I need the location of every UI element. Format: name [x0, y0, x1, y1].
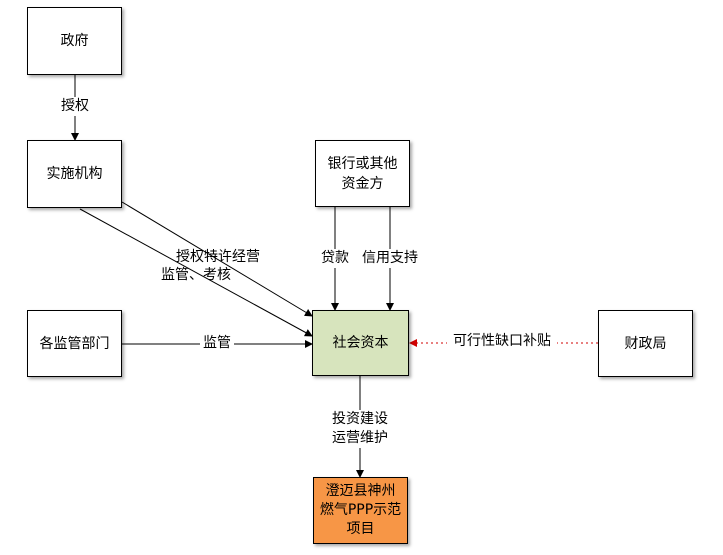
- node-project: 澄迈县神州 燃气PPP示范 项目: [313, 477, 408, 544]
- node-finance-bureau: 财政局: [598, 310, 693, 377]
- node-project-label: 澄迈县神州 燃气PPP示范 项目: [319, 483, 402, 537]
- node-government: 政府: [27, 7, 122, 75]
- node-government-label: 政府: [60, 33, 89, 49]
- label-supervise: 监管: [200, 334, 234, 353]
- label-credit-support: 信用支持: [359, 249, 421, 268]
- edge-agency-to-capital-supervise: [79, 208, 313, 337]
- label-invest-build-operate: 投资建设 运营维护: [324, 410, 396, 448]
- node-regulators: 各监管部门: [27, 310, 122, 377]
- node-bank: 银行或其他 资金方: [315, 140, 410, 207]
- label-viability-gap-subsidy: 可行性缺口补贴: [447, 332, 557, 351]
- edge-agency-to-capital-franchise: [121, 201, 313, 317]
- node-social-capital: 社会资本: [312, 310, 409, 376]
- label-authorize: 授权: [58, 97, 92, 116]
- label-supervise-assess: 监管、考核: [161, 267, 231, 283]
- node-regulators-label: 各监管部门: [39, 335, 110, 352]
- node-implementing-agency-label: 实施机构: [46, 166, 103, 182]
- node-implementing-agency: 实施机构: [27, 140, 122, 208]
- label-franchise: 授权特许经营: [176, 249, 260, 265]
- node-finance-bureau-label: 财政局: [624, 335, 667, 352]
- node-social-capital-label: 社会资本: [332, 335, 389, 351]
- node-bank-label: 银行或其他 资金方: [327, 155, 398, 192]
- label-loan: 贷款: [316, 249, 354, 268]
